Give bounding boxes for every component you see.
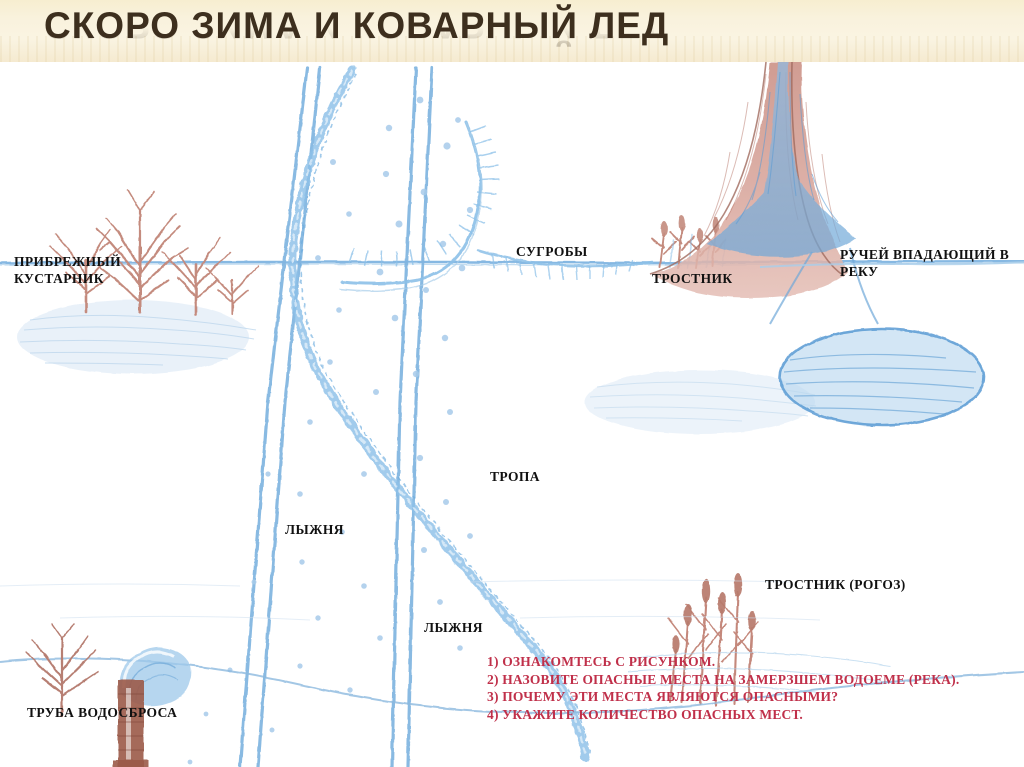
task-list: 1) ОЗНАКОМТЕСЬ С РИСУНКОМ. 2) НАЗОВИТЕ О… <box>487 653 1007 723</box>
winter-river-illustration <box>0 62 1024 767</box>
label-trail: ТРОПА <box>490 469 540 484</box>
page-title: СКОРО ЗИМА И КОВАРНЫЙ ЛЕД <box>44 5 670 46</box>
banner-stripe-texture <box>0 36 1024 62</box>
label-ski-track-top: ЛЫЖНЯ <box>285 522 344 537</box>
label-stream-inflow: РУЧЕЙ ВПАДАЮЩИЙ В РЕКУ <box>840 247 1010 279</box>
task-item-2: 2) НАЗОВИТЕ ОПАСНЫЕ МЕСТА НА ЗАМЕРЗШЕМ В… <box>487 671 960 687</box>
label-ski-track-bottom: ЛЫЖНЯ <box>424 620 483 635</box>
ice-texture-lines <box>0 579 821 621</box>
label-coastal-shrub: ПРИБРЕЖНЫЙ КУСТАРНИК <box>14 254 122 286</box>
slide-header-banner: СКОРО ЗИМА И КОВАРНЫЙ ЛЕД СКОРО ЗИМА И К… <box>0 0 1024 62</box>
footpath-trail <box>288 66 591 762</box>
cattail-reed-cluster <box>627 573 891 708</box>
task-item-4: 4) УКАЖИТЕ КОЛИЧЕСТВО ОПАСНЫХ МЕСТ. <box>487 706 803 722</box>
thin-ice-patch-left <box>17 300 257 374</box>
coastal-shrub-cluster <box>49 189 259 316</box>
stream-inflow <box>649 62 986 427</box>
label-snowdrifts: СУГРОБЫ <box>516 244 588 259</box>
label-drain-pipe: ТРУБА ВОДОСБРОСА <box>27 705 178 720</box>
task-item-3: 3) ПОЧЕМУ ЭТИ МЕСТА ЯВЛЯЮТСЯ ОПАСНЫМИ? <box>487 689 839 705</box>
task-item-1: 1) ОЗНАКОМТЕСЬ С РИСУНКОМ. <box>487 654 716 669</box>
label-reed: ТРОСТНИК <box>652 271 733 286</box>
page-title-reflection: СКОРО ЗИМА И КОВАРНЫЙ ЛЕД <box>44 25 670 46</box>
shore-line-right <box>759 261 1024 268</box>
label-cattail-reed: ТРОСТНИК (РОГОЗ) <box>765 577 906 592</box>
illustration-svg <box>0 62 1024 767</box>
snow-dots <box>187 96 474 765</box>
shrub-bottom-left <box>25 623 99 718</box>
drain-pipe-with-water <box>113 646 191 767</box>
snowdrift-ridge <box>339 120 654 292</box>
ski-track-right <box>390 66 434 767</box>
